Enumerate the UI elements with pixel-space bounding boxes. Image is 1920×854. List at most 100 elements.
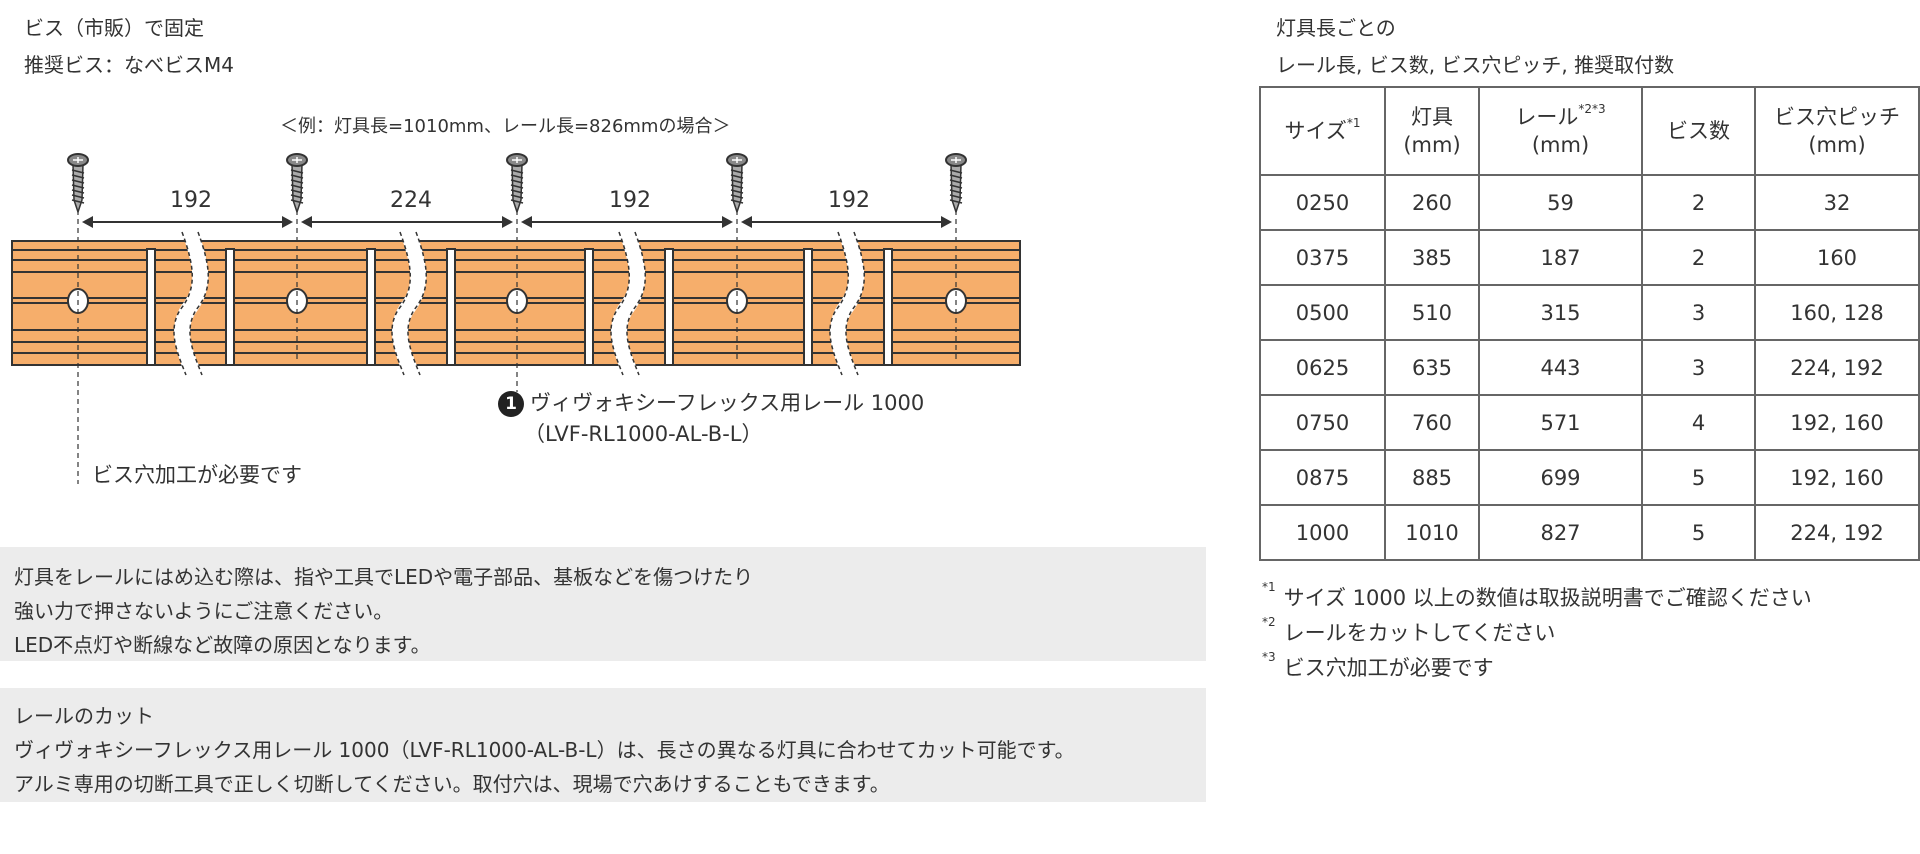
table-title-line2: レール長, ビス数, ビス穴ピッチ, 推奨取付数 xyxy=(1276,53,1675,77)
rail-cut-title: レールのカット xyxy=(14,704,154,728)
rail-break-band xyxy=(174,229,209,378)
rail-break-band xyxy=(611,229,646,378)
screw-thread xyxy=(949,194,963,199)
table-title-line1: 灯具長ごとの xyxy=(1276,16,1396,40)
table-cell: 2 xyxy=(1641,174,1756,231)
table-cell: 571 xyxy=(1478,394,1643,451)
rail-break-band xyxy=(830,229,865,378)
screw-thread xyxy=(730,174,744,179)
table-cell: 187 xyxy=(1478,229,1643,286)
header-unit: (mm) xyxy=(1531,133,1590,157)
header-label: ビス穴ピッチ xyxy=(1774,104,1900,129)
screw-thread xyxy=(71,174,85,179)
footnote-text: レールをカットしてください xyxy=(1283,621,1556,645)
screw-thread xyxy=(510,189,524,194)
table-cell: 0250 xyxy=(1259,174,1386,231)
table-cell: 443 xyxy=(1478,339,1643,396)
table-cell: 2 xyxy=(1641,229,1756,286)
table-cell: 0375 xyxy=(1259,229,1386,286)
table-cell: 0875 xyxy=(1259,449,1386,506)
table-cell: 510 xyxy=(1384,284,1480,341)
header-label: レール xyxy=(1515,104,1579,129)
table-cell: 4 xyxy=(1641,394,1756,451)
screw-thread xyxy=(510,174,524,179)
screw-thread xyxy=(949,199,963,204)
footnote: *3 ビス穴加工が必要です xyxy=(1262,650,1494,682)
screw-thread xyxy=(949,179,963,184)
caution-box: 灯具をレールにはめ込む際は、指や工具でLEDや電子部品、基板などを傷つけたり 強… xyxy=(0,547,1206,661)
rail-slot xyxy=(803,248,813,366)
table-cell: 885 xyxy=(1384,449,1480,506)
rail-break-band xyxy=(392,229,427,378)
caution-line: LED不点灯や断線など故障の原因となります。 xyxy=(14,633,431,657)
rail-slot xyxy=(446,248,456,366)
footnote: *2 レールをカットしてください xyxy=(1262,615,1556,647)
table-cell: 827 xyxy=(1478,504,1643,561)
screw-thread xyxy=(71,184,85,189)
rail-break-edge xyxy=(845,231,865,376)
table-cell: 1010 xyxy=(1384,504,1480,561)
rail-slot xyxy=(146,248,156,366)
table-cell: 224, 192 xyxy=(1754,339,1920,396)
screw-thread xyxy=(949,189,963,194)
header-label: サイズ xyxy=(1284,118,1347,143)
header-label: ビス数 xyxy=(1667,118,1730,143)
table-header-cell: ビス数 xyxy=(1641,86,1756,176)
rail-slot xyxy=(584,248,594,366)
arrow-head-right xyxy=(502,216,513,228)
rail xyxy=(11,229,1021,378)
screw-thread xyxy=(730,179,744,184)
callout-number-badge: 1 xyxy=(498,391,524,417)
table-header-cell: サイズ*1 xyxy=(1259,86,1386,176)
callout-product-name: ヴィヴォキシーフレックス用レール 1000 xyxy=(530,391,925,415)
arrow-head-left xyxy=(82,216,93,228)
rail-slot xyxy=(664,248,674,366)
recommended-screw-text: 推奨ビス：なべビスM4 xyxy=(24,53,234,77)
arrow-head-right xyxy=(722,216,733,228)
table-cell: 315 xyxy=(1478,284,1643,341)
table-header-cell: レール*2*3(mm) xyxy=(1478,86,1643,176)
arrow-head-left xyxy=(521,216,532,228)
screw-thread xyxy=(71,194,85,199)
table-cell: 0500 xyxy=(1259,284,1386,341)
rail-break-edge xyxy=(189,231,209,376)
footnote-text: サイズ 1000 以上の数値は取扱説明書でご確認ください xyxy=(1283,586,1812,610)
screws xyxy=(67,153,967,484)
screw-cross xyxy=(951,157,961,163)
table-cell: 760 xyxy=(1384,394,1480,451)
rail-break-edge xyxy=(173,231,193,376)
arrow-head-right xyxy=(941,216,952,228)
table-cell: 260 xyxy=(1384,174,1480,231)
rail-break-edge xyxy=(626,231,646,376)
screw-thread xyxy=(290,194,304,199)
footnote-mark: *1 xyxy=(1262,580,1276,594)
example-label: ＜例：灯具長=1010mm、レール長=826mmの場合＞ xyxy=(280,116,731,137)
rail-break-edge xyxy=(407,231,427,376)
footnote-mark: *3 xyxy=(1262,650,1276,664)
rail-cut-box: レールのカット ヴィヴォキシーフレックス用レール 1000（LVF-RL1000… xyxy=(0,688,1206,802)
pitch-label-2: 224 xyxy=(390,188,432,213)
pitch-label-3: 192 xyxy=(609,188,651,213)
footnote-text: ビス穴加工が必要です xyxy=(1283,656,1494,680)
rail-break-edge xyxy=(829,231,849,376)
screw-cross xyxy=(73,157,83,163)
footnote-mark: *2 xyxy=(1262,615,1276,629)
rail-cut-line: ヴィヴォキシーフレックス用レール 1000（LVF-RL1000-AL-B-L）… xyxy=(14,738,1075,762)
screw-thread xyxy=(949,184,963,189)
pitch-label-1: 192 xyxy=(170,188,212,213)
screw-thread xyxy=(71,169,85,174)
header-unit: (mm) xyxy=(1403,133,1461,157)
arrow-head-right xyxy=(282,216,293,228)
table-cell: 385 xyxy=(1384,229,1480,286)
header-unit: (mm) xyxy=(1808,133,1866,157)
screw-thread xyxy=(510,194,524,199)
hole-note: ビス穴加工が必要です xyxy=(92,463,302,487)
screw-thread xyxy=(290,189,304,194)
screw-cross xyxy=(512,157,522,163)
callout-product-code: （LVF-RL1000-AL-B-L） xyxy=(524,422,763,446)
screw-thread xyxy=(71,189,85,194)
